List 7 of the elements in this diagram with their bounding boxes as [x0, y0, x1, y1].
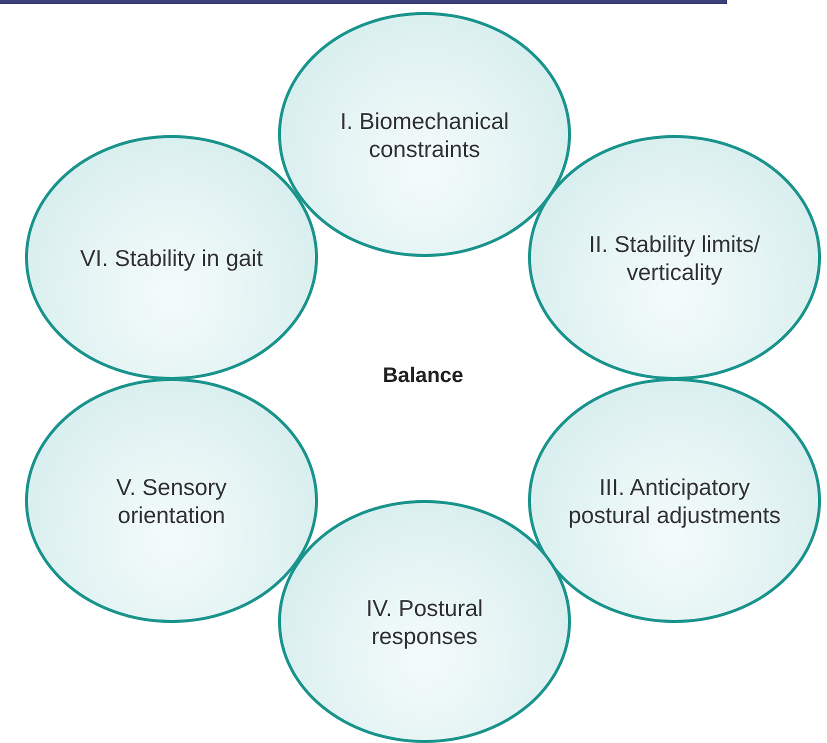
circle-label: IV. Postural responses	[365, 594, 484, 650]
center-title: Balance	[382, 364, 464, 388]
circle-label: II. Stability limits/ verticality	[588, 230, 762, 286]
circle-label: I. Biomechanical constraints	[339, 106, 510, 162]
circle-label: V. Sensory orientation	[115, 472, 228, 528]
circle-label: III. Anticipatory postural adjustments	[567, 472, 782, 528]
circle-label: VI. Stability in gait	[80, 244, 263, 272]
